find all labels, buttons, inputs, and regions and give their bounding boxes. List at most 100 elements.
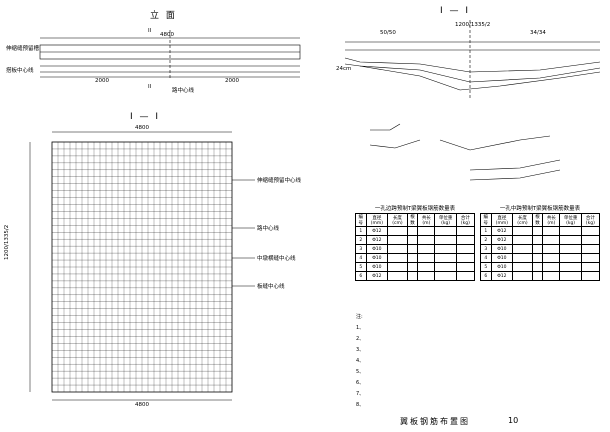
table-cell <box>512 226 533 236</box>
plan-right-label-1: 伸缩缝预留中心线 <box>257 178 302 184</box>
table-cell <box>512 262 533 272</box>
elevation-marker-top: II <box>148 28 152 34</box>
table-cell <box>434 271 457 281</box>
elevation-label-left-upper: 伸缩缝预留槽 <box>6 46 40 52</box>
table-cell <box>580 226 601 236</box>
table-cell <box>455 244 476 254</box>
table-cell <box>387 271 408 281</box>
plan-right-label-4: 板缝中心线 <box>257 284 285 290</box>
elevation-bottom-right: 2000 <box>225 78 239 84</box>
table-header: 根数 <box>406 213 419 227</box>
table-cell: 1 <box>480 226 492 236</box>
table-caption: 一孔边跨预制T梁翼板钢筋数量表 <box>374 206 456 212</box>
table-cell: Φ10 <box>490 244 514 254</box>
table-cell <box>455 253 476 263</box>
elevation-label-left-lower: 搭板中心线 <box>6 68 34 74</box>
table-cell <box>387 244 408 254</box>
table-cell <box>417 244 436 254</box>
note-item: 6、 <box>356 378 596 389</box>
table-cell <box>434 244 457 254</box>
table-cell <box>455 271 476 281</box>
table-header: 共长(m) <box>542 213 561 227</box>
plan-right-label-2: 路中心线 <box>257 226 280 232</box>
section-left-label: 24cm <box>336 66 352 72</box>
table-cell <box>512 244 533 254</box>
table-cell <box>542 271 561 281</box>
table-cell: 4 <box>355 253 367 263</box>
table-cell <box>434 262 457 272</box>
table-cell <box>542 226 561 236</box>
table-cell <box>455 235 476 245</box>
table-cell <box>406 262 419 272</box>
table-cell: Φ10 <box>490 262 514 272</box>
note-item: 2、 <box>356 334 596 345</box>
table-cell <box>531 226 544 236</box>
note-item: 7、 <box>356 389 596 400</box>
table-cell: 2 <box>355 235 367 245</box>
table-cell <box>387 253 408 263</box>
table-header: 长度(cm) <box>387 213 408 227</box>
table-cell <box>542 244 561 254</box>
table-cell <box>406 271 419 281</box>
table-cell <box>417 262 436 272</box>
table-cell <box>542 235 561 245</box>
table-cell <box>406 253 419 263</box>
table-cell <box>512 253 533 263</box>
table-cell <box>580 244 601 254</box>
table-cell <box>542 262 561 272</box>
note-number: 8、 <box>356 402 365 408</box>
table-header: 单位重(kg) <box>559 213 582 227</box>
note-item: 5、 <box>356 367 596 378</box>
table-cell <box>559 271 582 281</box>
section-title: I — I <box>440 6 471 16</box>
elevation-bottom-left: 2000 <box>95 78 109 84</box>
plan-left-dim: 1200/1335/2 <box>4 224 10 260</box>
table-cell: 6 <box>480 271 492 281</box>
plan-right-label-3: 中墩横缝中心线 <box>257 256 296 262</box>
table-cell <box>559 253 582 263</box>
table-cell <box>406 244 419 254</box>
table-cell: 5 <box>355 262 367 272</box>
plan-top-dim: 4800 <box>135 125 149 131</box>
table-cell <box>580 271 601 281</box>
table-header: 长度(cm) <box>512 213 533 227</box>
table-cell <box>417 271 436 281</box>
table-header: 合计(kg) <box>580 213 601 227</box>
table-cell: Φ12 <box>365 226 389 236</box>
table-cell <box>580 235 601 245</box>
table-cell: 4 <box>480 253 492 263</box>
note-number: 4、 <box>356 358 365 364</box>
table-header: 根数 <box>531 213 544 227</box>
note-number: 3、 <box>356 347 365 353</box>
plan-bottom-dim: 4800 <box>135 402 149 408</box>
table-cell: Φ12 <box>490 271 514 281</box>
table-cell <box>531 235 544 245</box>
table-cell <box>559 235 582 245</box>
table-header: 编号 <box>480 213 492 227</box>
table-cell <box>406 235 419 245</box>
table-cell <box>531 244 544 254</box>
note-item: 4、 <box>356 356 596 367</box>
rebar-table-mid-span: 一孔中跨预制T梁翼板钢筋数量表 编号 直径(mm) 长度(cm) 根数 共长(m… <box>480 204 601 281</box>
table-cell: Φ10 <box>365 262 389 272</box>
table-header: 编号 <box>355 213 367 227</box>
note-number: 6、 <box>356 380 365 386</box>
note-number: 1、 <box>356 325 365 331</box>
elevation-top-dim: 4800 <box>160 32 174 38</box>
table-cell <box>531 253 544 263</box>
table-cell <box>434 226 457 236</box>
elevation-marker-bottom: II <box>148 84 152 90</box>
table-cell <box>512 235 533 245</box>
table-cell <box>455 226 476 236</box>
note-item: 1、 <box>356 323 596 334</box>
table-cell <box>417 253 436 263</box>
table-cell: Φ12 <box>365 235 389 245</box>
section-dim-a: 50/50 <box>380 30 396 36</box>
